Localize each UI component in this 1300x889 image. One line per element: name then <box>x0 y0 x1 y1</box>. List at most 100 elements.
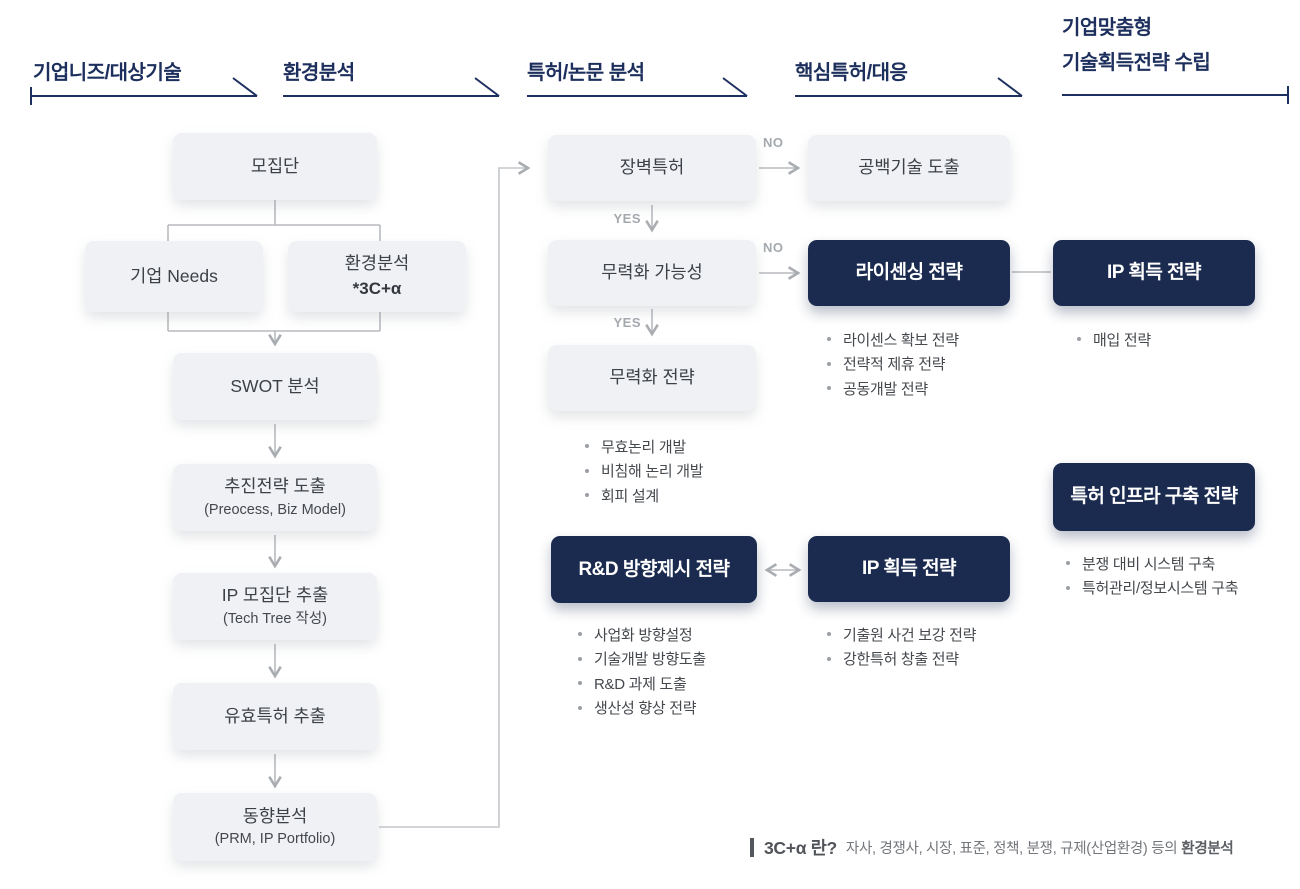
node-neutralize-strategy-box: 무력화 전략 <box>548 345 756 411</box>
bullet-dot-icon <box>578 632 582 637</box>
stage-header-env-analysis: 환경분석 <box>283 56 355 85</box>
node-ip-acquire-top-box: IP 획득 전략 <box>1053 240 1255 306</box>
yes-label: YES <box>613 315 641 330</box>
node-swot-label: SWOT 분석 <box>230 375 320 396</box>
bullet-text: 기출원 사건 보강 전략 <box>843 626 977 644</box>
node-strategy-derive-sub: (Preocess, Biz Model) <box>204 501 346 518</box>
node-ip-acquire-top-label: IP 획득 전략 <box>1106 262 1202 284</box>
node-trend-analysis-sub: (PRM, IP Portfolio) <box>214 831 336 848</box>
bullet-dot-icon <box>585 468 589 473</box>
stage-header-label: 핵심특허/대응 <box>795 62 908 84</box>
stage-header-core-patent: 핵심특허/대응 <box>795 56 908 85</box>
bullet-item: 생산성 향상 전략 <box>578 696 706 721</box>
node-blank-tech-box: 공백기술 도출 <box>808 135 1010 201</box>
bullet-item: 비침해 논리 개발 <box>585 459 704 484</box>
footnote-desc: 자사, 경쟁사, 시장, 표준, 정책, 분쟁, 규제(산업환경) 등의 <box>845 840 1178 857</box>
node-strategy-derive-box: 추진전략 도출 (Preocess, Biz Model) <box>173 464 377 531</box>
bullet-item: 사업화 방향설정 <box>578 622 706 647</box>
bullet-dot-icon <box>578 681 582 686</box>
bullet-item: R&D 과제 도출 <box>578 671 706 696</box>
bullet-item: 강한특허 창출 전략 <box>827 647 976 672</box>
bullet-dot-icon <box>578 656 582 661</box>
node-neutralize-strategy-label: 무력화 전략 <box>609 367 695 388</box>
node-env-analysis-box: 환경분석 *3C+α <box>288 241 466 312</box>
bullet-text: 기술개발 방향도출 <box>594 651 706 669</box>
bullet-item: 분쟁 대비 시스템 구축 <box>1066 551 1238 576</box>
node-rnd-direction-label: R&D 방향제시 전략 <box>578 558 730 580</box>
node-ip-acquire-mid-box: IP 획득 전략 <box>808 536 1010 602</box>
bullet-text: 비침해 논리 개발 <box>601 463 704 481</box>
node-pool-box: 모집단 <box>173 133 377 200</box>
bullet-text: 회피 설계 <box>601 487 659 505</box>
bullet-item: 라이센스 확보 전략 <box>827 327 959 352</box>
node-strategy-derive-label: 추진전략 도출 <box>224 476 326 496</box>
edge-label-barrier-yes: YES <box>604 211 641 226</box>
stage-header-label: 특허/논문 분석 <box>527 62 645 84</box>
node-valid-patent-box: 유효특허 추출 <box>173 683 377 750</box>
neutralize-strategy-bullets: 무효논리 개발 비침해 논리 개발 회피 설계 <box>585 434 704 508</box>
ip-acquire-mid-bullets: 기출원 사건 보강 전략 강한특허 창출 전략 <box>827 622 976 671</box>
node-rnd-direction-box: R&D 방향제시 전략 <box>551 536 757 603</box>
node-pool-label: 모집단 <box>250 155 300 176</box>
bullet-dot-icon <box>827 656 831 661</box>
node-ip-pool-extract-label: IP 모집단 추출 <box>221 585 329 605</box>
stage-header-label: 기업니즈/대상기술 <box>33 62 182 84</box>
stage-header-custom-strategy: 기업맞춤형 기술획득전략 수립 <box>1062 18 1211 73</box>
no-label: NO <box>763 240 784 255</box>
node-patent-infra-box: 특허 인프라 구축 전략 <box>1053 463 1255 531</box>
bullet-text: R&D 과제 도출 <box>594 675 687 693</box>
node-ip-pool-extract-box: IP 모집단 추출 (Tech Tree 작성) <box>173 573 377 640</box>
node-barrier-patent-box: 장벽특허 <box>548 135 756 201</box>
node-trend-analysis-box: 동향분석 (PRM, IP Portfolio) <box>173 793 377 861</box>
bullet-text: 전략적 제휴 전략 <box>843 356 946 374</box>
node-barrier-patent-label: 장벽특허 <box>619 157 685 178</box>
licensing-bullets: 라이센스 확보 전략 전략적 제휴 전략 공동개발 전략 <box>827 327 959 401</box>
stage1-slash <box>232 77 258 97</box>
bullet-dot-icon <box>585 493 589 498</box>
node-swot-box: SWOT 분석 <box>173 353 377 420</box>
node-company-needs-box: 기업 Needs <box>85 241 263 312</box>
footnote-term: 3C+α 란? <box>764 837 837 858</box>
node-licensing-label: 라이센싱 전략 <box>855 262 963 284</box>
bullet-text: 분쟁 대비 시스템 구축 <box>1082 555 1216 573</box>
bullet-dot-icon <box>827 361 831 366</box>
bullet-text: 강한특허 창출 전략 <box>843 651 959 669</box>
node-valid-patent-label: 유효특허 추출 <box>224 705 326 726</box>
yes-label: YES <box>613 211 641 226</box>
bullet-dot-icon <box>1066 585 1070 590</box>
node-ip-acquire-mid-label: IP 획득 전략 <box>861 558 957 580</box>
footnote-emphasis: 환경분석 <box>1181 840 1234 857</box>
bullet-text: 사업화 방향설정 <box>594 626 693 644</box>
node-blank-tech-label: 공백기술 도출 <box>858 157 960 178</box>
ip-acquire-top-bullets: 매입 전략 <box>1077 327 1151 352</box>
bullet-text: 공동개발 전략 <box>843 380 928 398</box>
bullet-item: 매입 전략 <box>1077 327 1151 352</box>
node-env-analysis-label: 환경분석 <box>344 253 410 274</box>
bullet-text: 특허관리/정보시스템 구축 <box>1082 580 1239 598</box>
bullet-dot-icon <box>578 705 582 710</box>
bullet-item: 회피 설계 <box>585 483 703 508</box>
node-ip-pool-extract-sub: (Tech Tree 작성) <box>222 610 328 627</box>
edge-label-barrier-no: NO <box>763 135 784 150</box>
no-label: NO <box>763 135 784 150</box>
stage2-slash <box>474 77 500 97</box>
bullet-text: 매입 전략 <box>1093 331 1151 349</box>
footnote: 3C+α 란? 자사, 경쟁사, 시장, 표준, 정책, 분쟁, 규제(산업환경… <box>750 835 1234 859</box>
bullet-dot-icon <box>827 386 831 391</box>
node-neutralize-possibility-box: 무력화 가능성 <box>548 240 756 306</box>
node-neutralize-possibility-label: 무력화 가능성 <box>601 262 703 283</box>
bullet-item: 공동개발 전략 <box>827 376 959 401</box>
bullet-item: 무효논리 개발 <box>585 434 703 459</box>
stage3-slash <box>722 77 748 97</box>
patent-infra-bullets: 분쟁 대비 시스템 구축 특허관리/정보시스템 구축 <box>1066 551 1239 601</box>
bullet-text: 무효논리 개발 <box>601 438 686 456</box>
bullet-item: 기술개발 방향도출 <box>578 647 706 672</box>
stage-header-label: 환경분석 <box>283 62 355 84</box>
bullet-dot-icon <box>1077 337 1081 342</box>
bullet-dot-icon <box>827 632 831 637</box>
stage-header-patent-paper: 특허/논문 분석 <box>527 56 645 85</box>
node-licensing-box: 라이센싱 전략 <box>808 240 1010 306</box>
bullet-item: 특허관리/정보시스템 구축 <box>1066 576 1239 601</box>
